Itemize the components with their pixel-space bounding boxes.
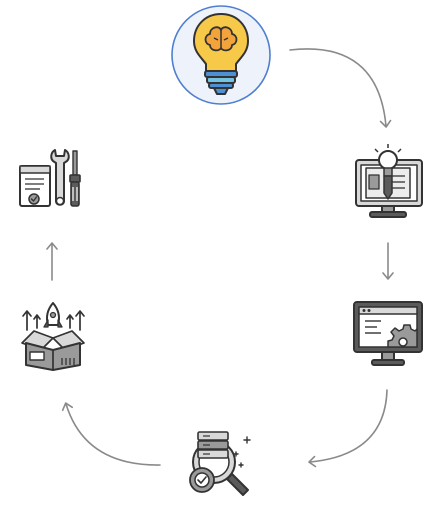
step-launch [21, 302, 85, 371]
step-maintain [19, 149, 81, 207]
step-develop [353, 301, 423, 366]
box-rocket-icon [21, 302, 85, 371]
monitor-blueprint-icon [355, 144, 423, 218]
cycle-arrows [46, 48, 394, 468]
step-design [355, 144, 423, 218]
arrow-develop-to-test [308, 389, 388, 468]
step-idea [171, 5, 271, 105]
lightbulb-brain-icon [193, 13, 249, 95]
monitor-gear-icon [353, 301, 423, 366]
step-test [189, 431, 251, 496]
document-tools-icon [19, 149, 81, 207]
arrow-idea-to-design [289, 48, 392, 128]
magnifier-gear-server-icon [189, 431, 251, 496]
arrow-test-to-launch [61, 402, 161, 466]
